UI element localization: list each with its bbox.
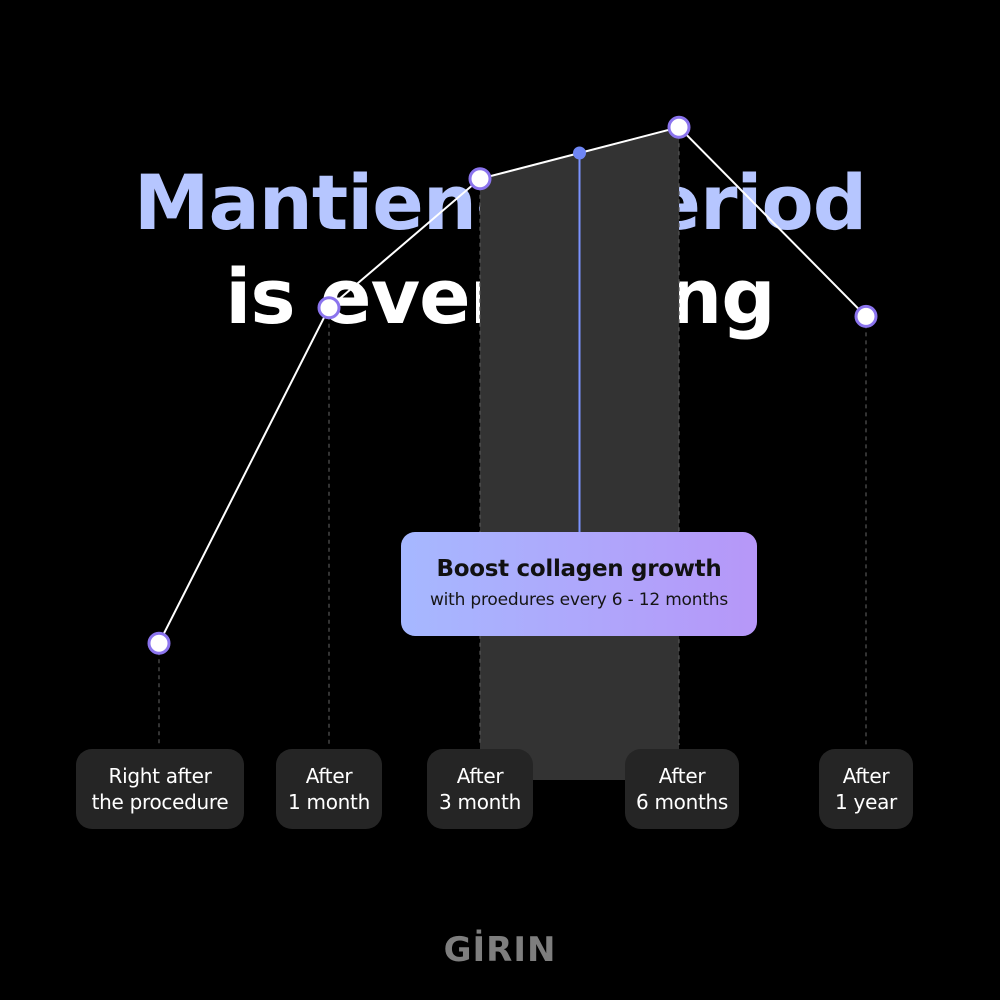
x-tick-label: After 3 month (439, 764, 521, 814)
data-point (854, 304, 878, 328)
x-tick-6-months: After 6 months (625, 749, 739, 829)
data-point-mid (573, 146, 586, 160)
data-point (667, 115, 691, 139)
x-tick-1-year: After 1 year (819, 749, 913, 829)
x-tick-1-month: After 1 month (276, 749, 382, 829)
series-line (158, 126, 867, 644)
annotation-callout: Boost collagen growth with proedures eve… (401, 532, 757, 636)
x-tick-label: After 6 months (635, 764, 728, 814)
title-is: is (225, 252, 295, 341)
x-tick-label: After 1 year (835, 764, 897, 814)
x-tick-label: After 1 month (288, 764, 370, 814)
x-tick-3-month: After 3 month (427, 749, 533, 829)
annotation-title: Boost collagen growth (436, 556, 722, 582)
data-point (147, 631, 171, 655)
x-tick-label: Right after the procedure (91, 764, 229, 814)
data-point (317, 296, 341, 320)
annotation-subtitle: with proedures every 6 - 12 months (429, 590, 729, 610)
data-point (468, 167, 492, 191)
brand-logo: GİRIN (443, 930, 557, 970)
x-tick-right-after: Right after the procedure (76, 749, 244, 829)
